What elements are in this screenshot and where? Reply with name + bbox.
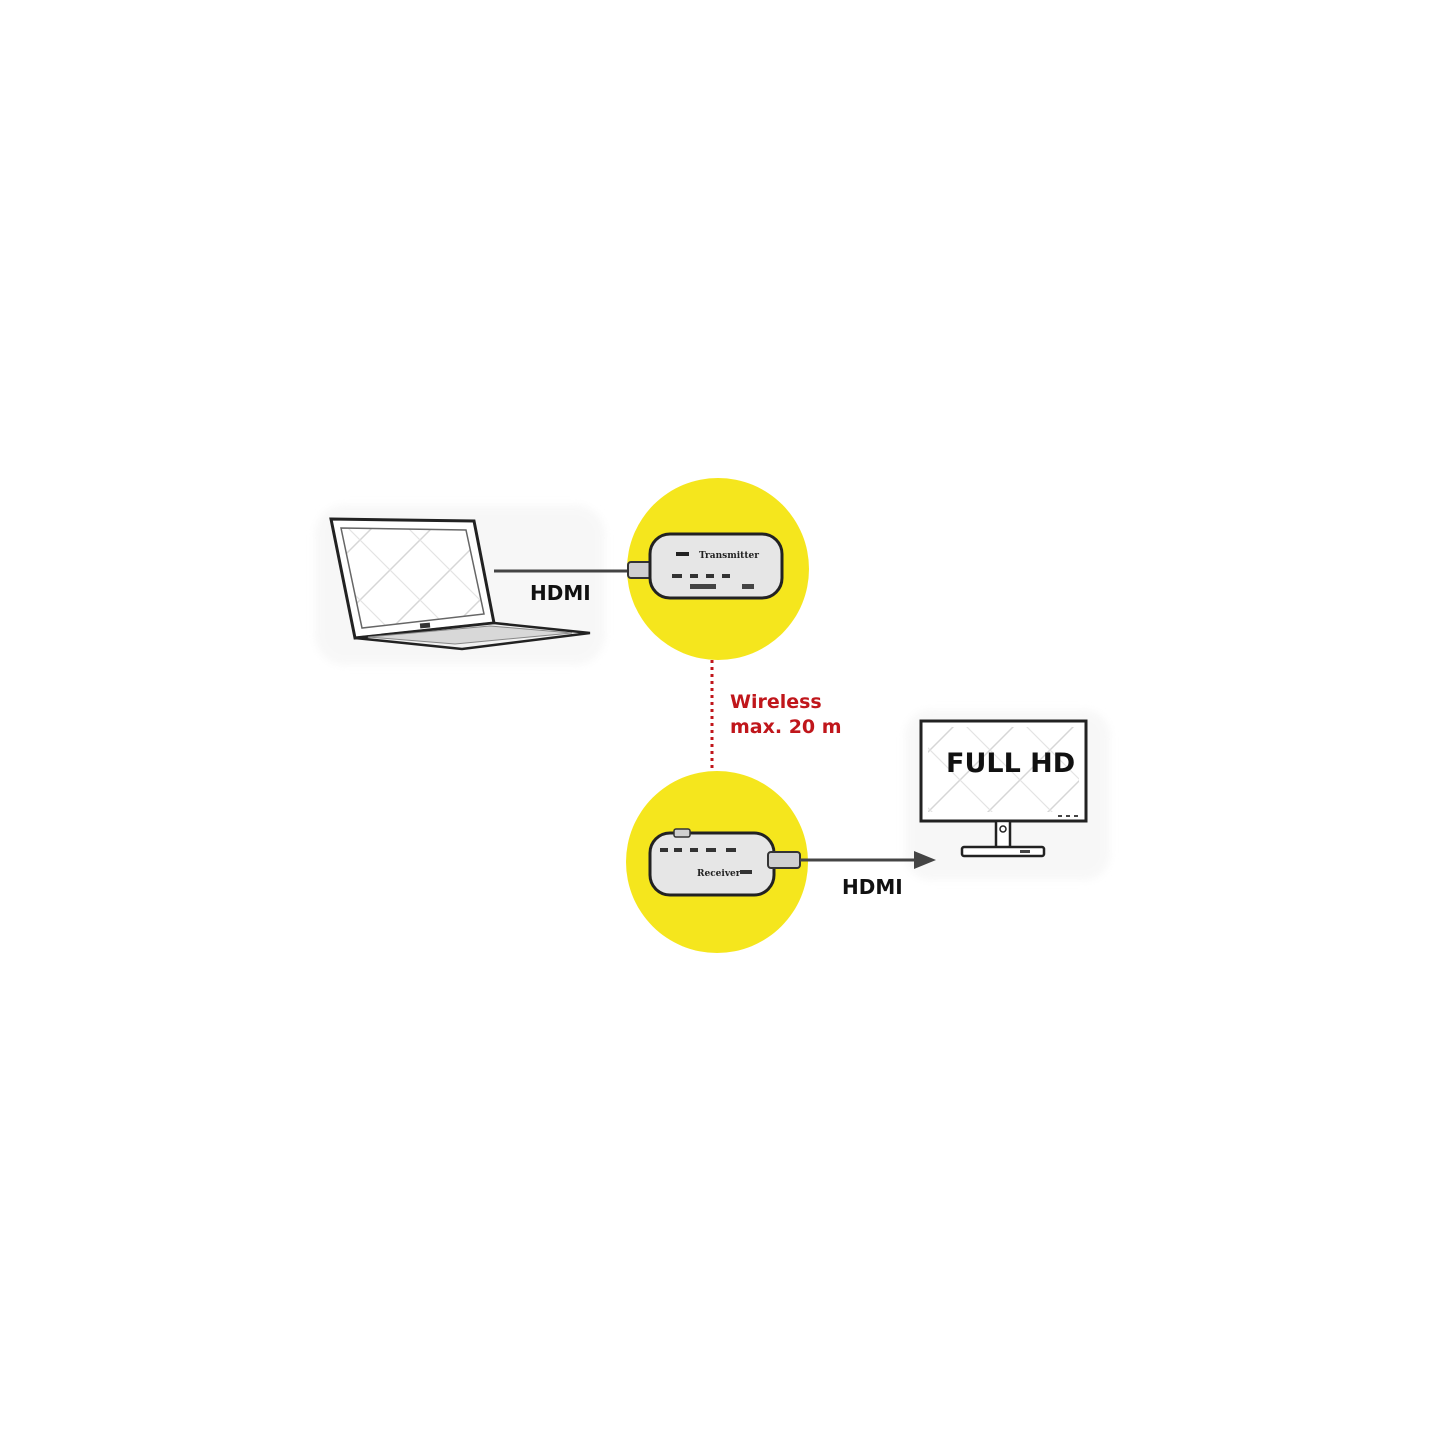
- receiver-icon: Receiver: [626, 771, 808, 953]
- hdmi-output-label: HDMI: [842, 875, 903, 899]
- hdmi-input-label: HDMI: [530, 581, 591, 605]
- monitor-screen-text: FULL HD: [946, 748, 1076, 779]
- wireless-label-line1: Wireless: [730, 691, 822, 713]
- arrow-right-icon: [800, 851, 936, 869]
- wireless-range-label: Wireless max. 20 m: [730, 690, 842, 740]
- receiver-brand: Receiver: [697, 869, 741, 879]
- monitor-icon: [919, 719, 1088, 858]
- transmitter-brand: Transmitter: [699, 551, 759, 561]
- wireless-label-line2: max. 20 m: [730, 716, 842, 738]
- laptop-icon: [329, 517, 591, 651]
- transmitter-icon: Transmitter: [627, 478, 809, 660]
